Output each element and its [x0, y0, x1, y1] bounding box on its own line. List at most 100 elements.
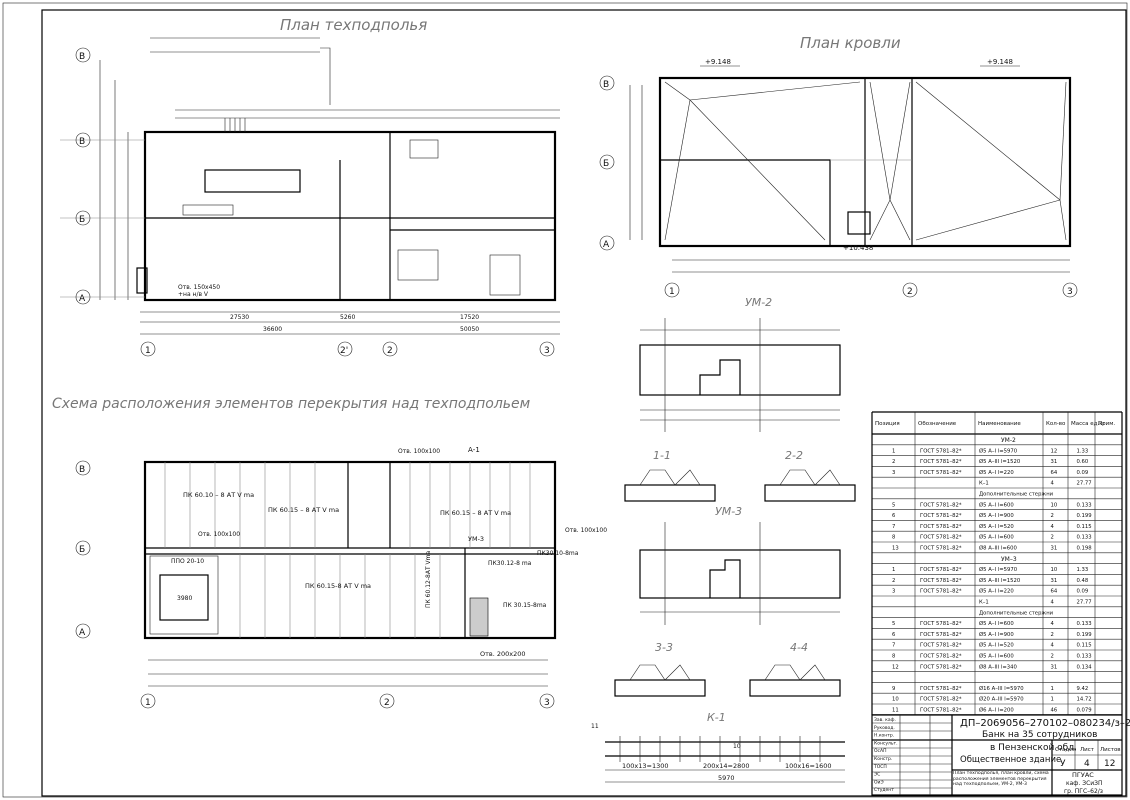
slab-otv-bottom: Отв. 200х200	[480, 650, 526, 658]
axis-col-2: 2	[387, 346, 393, 356]
k1-title: К-1	[707, 711, 726, 724]
um2-detail: УМ-2	[639, 296, 841, 432]
spec-cell: 0.079	[1077, 708, 1092, 714]
spec-cell: Ø8 А–III l=340	[979, 663, 1018, 670]
title-block: ДП–2069056–270102–080234/з–2013 Банк на …	[871, 714, 1130, 796]
spec-cell: ГОСТ 5781–82*	[920, 686, 962, 692]
roof-level-left: +9.148	[705, 58, 731, 66]
spec-cell: ГОСТ 5781–82*	[920, 459, 962, 465]
spec-cell: 2	[892, 459, 895, 465]
axis-label-v2: В	[79, 137, 85, 147]
spec-cell: 10	[1051, 567, 1058, 573]
stamp-sheets: 12	[1104, 759, 1115, 769]
spec-header-3: Кол-во	[1046, 421, 1066, 427]
techfloor-otv-level: +на н/в V	[178, 291, 209, 298]
axis-bubble-v-top	[75, 47, 91, 63]
sec11-title: 1-1	[653, 449, 671, 462]
spec-cell: ГОСТ 5781–82*	[920, 546, 962, 552]
k1-pos-11: 11	[591, 723, 599, 730]
spec-cell: ГОСТ 5781–82*	[920, 664, 962, 670]
sec44-title: 4-4	[790, 641, 808, 654]
spec-cell: ГОСТ 5781–82*	[920, 578, 962, 584]
section-2-2: 2-2	[764, 449, 856, 502]
spec-cell: Ø5 А–I l=900	[979, 512, 1014, 519]
spec-cell: Ø5 А–III l=1520	[979, 458, 1021, 465]
stamp-role: ОиЭ	[874, 779, 884, 785]
slab-pk2: ПК 60.15 – 8 АТ V mа	[268, 506, 339, 514]
spec-cell: 0.134	[1077, 664, 1093, 670]
spec-cell: 64	[1051, 589, 1058, 595]
spec-cell: 0.115	[1077, 643, 1092, 649]
spec-cell: Ø5 А–I l=600	[979, 501, 1014, 508]
spec-cell: 27.77	[1077, 481, 1092, 487]
spec-cell: 1.33	[1077, 567, 1089, 573]
slab-otv-left: Отв. 100х100	[198, 531, 240, 538]
spec-cell: 6	[892, 632, 896, 638]
spec-cell: 4	[1051, 643, 1055, 649]
axis-bubble-b	[75, 132, 91, 148]
spec-section-title: УМ–3	[1001, 556, 1017, 563]
spec-cell: ГОСТ 5781–82*	[920, 697, 962, 703]
spec-cell: 8	[892, 535, 896, 541]
spec-cell: 0.133	[1077, 654, 1092, 660]
spec-cell: 14.72	[1077, 697, 1092, 703]
techfloor-plan-title: План техподполья	[280, 16, 427, 34]
stamp-building: Общественное здание	[960, 755, 1061, 765]
spec-cell: Ø5 А–I l=520	[979, 642, 1014, 649]
stamp-desc-wrap: План техподполья, план кровли, схема рас…	[953, 771, 1049, 787]
spec-cell: Ø8 А–III l=600	[979, 545, 1018, 552]
spec-cell: 0.133	[1077, 621, 1092, 627]
section-4-4: 4-4	[749, 641, 841, 697]
spec-cell: ГОСТ 5781–82*	[920, 513, 962, 519]
roof-plan: План кровли +9.148 +9.148 +10.438	[599, 34, 1078, 298]
spec-header-0: Позиция	[875, 421, 900, 427]
spec-cell: ГОСТ 5781–82*	[920, 643, 962, 649]
spec-cell: 0.60	[1077, 459, 1089, 465]
stamp-code: ДП–2069056–270102–080234/з–2013	[960, 718, 1130, 729]
stamp-org3: гр. ПГС–62/з	[1064, 788, 1103, 795]
spec-cell: 11	[892, 708, 899, 714]
stamp-role: Н.контр.	[874, 733, 894, 739]
axis-col-2p: 2'	[340, 346, 348, 356]
spec-cell: Ø5 А–I l=5970	[979, 447, 1018, 454]
techfloor-otv-label: Отв. 150х450	[178, 284, 220, 291]
spec-cell: 9	[892, 686, 895, 692]
spec-cell: 0.09	[1077, 470, 1089, 476]
spec-cell: 3	[892, 589, 895, 595]
spec-cell: 2	[1051, 654, 1054, 660]
spec-cell: ГОСТ 5781–82*	[920, 524, 962, 530]
axis-bubble-a	[75, 289, 91, 305]
k1-dim-total: 5970	[718, 774, 735, 782]
um2-title: УМ-2	[745, 296, 772, 309]
section-3-3: 3-3	[614, 641, 706, 697]
spec-cell: 6	[892, 513, 896, 519]
stamp-role: Консульт.	[874, 740, 898, 746]
roof-axis-1: 1	[669, 287, 675, 297]
slab-ppo: ППО 20-10	[171, 558, 204, 565]
roof-level-right: +9.148	[987, 58, 1013, 66]
stamp-project: Банк на 35 сотрудников	[982, 730, 1097, 740]
slab-pk5: ПК 60.12-8АТ Vmа	[425, 551, 432, 608]
spec-cell: 4	[1051, 600, 1055, 606]
stamp-org2: каф. ЗСиЗП	[1066, 780, 1103, 787]
spec-cell: 1	[892, 448, 895, 454]
slab-a1: А-1	[468, 446, 480, 454]
slab-axis-2: 2	[384, 698, 390, 708]
spec-cell: 0.115	[1077, 524, 1092, 530]
spec-cell: ГОСТ 5781–82*	[920, 567, 962, 573]
spec-cell: 0.199	[1077, 632, 1092, 638]
stamp-role: ЭС	[874, 772, 880, 778]
spec-section-title: УМ-2	[1001, 437, 1016, 444]
spec-cell: 1	[1051, 686, 1054, 692]
spec-cell: ГОСТ 5781–82*	[920, 621, 962, 627]
spec-cell: 10	[1051, 502, 1058, 508]
spec-cell: 5	[892, 621, 895, 627]
slab-pk4: ПК 60.15-8 АТ V mа	[305, 582, 371, 590]
spec-cell: 5	[892, 502, 895, 508]
slab-outline	[143, 460, 557, 640]
stamp-role: Зав. каф.	[874, 717, 896, 723]
spec-cell: 8	[892, 654, 896, 660]
spec-cell: 0.133	[1077, 502, 1092, 508]
spec-header-4: Масса ед.кг	[1071, 421, 1106, 427]
